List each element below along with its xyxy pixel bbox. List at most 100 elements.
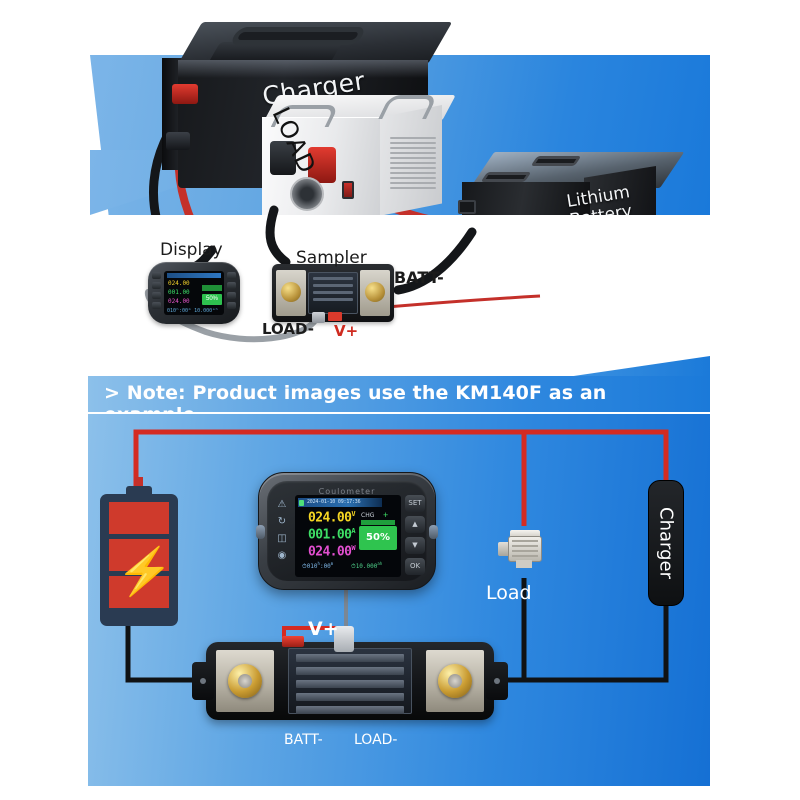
load-negative-terminal: [270, 141, 296, 175]
voltage-unit: V: [351, 510, 355, 518]
label-load-minus-top: LOAD-: [262, 320, 314, 338]
load-side-face: [374, 105, 442, 217]
screen-power-reading: 024.00W: [308, 544, 356, 560]
screen-status-bar: 2024-01-10 09:17:36: [298, 498, 382, 507]
voltage-value: 024.00: [308, 510, 352, 526]
meter-mount-right: [429, 525, 438, 539]
label-batt-minus-bottom: BATT-: [284, 732, 323, 748]
charge-status-label: CHG: [361, 512, 375, 519]
load-motor-icon: [496, 526, 552, 578]
label-load-minus-bottom: LOAD-: [354, 732, 398, 748]
battery-cell: [109, 576, 169, 608]
load-icon-base: [516, 560, 532, 568]
load-icon-top: [510, 530, 540, 538]
top-photo-panel: Charger LOAD Lithiu: [0, 0, 800, 360]
load-unit-photo: LOAD: [262, 95, 456, 225]
label-vplus-bottom: V+: [308, 618, 339, 640]
display-device-photo: 024.00 001.00 024.00 50% 010ʰ:00ᵐ 10.000…: [148, 262, 240, 324]
battery-terminal: [458, 200, 476, 214]
set-button[interactable]: SET: [405, 495, 425, 512]
plus-symbol: +: [383, 510, 389, 520]
display-battery-cap: [202, 285, 222, 291]
display-power: 024.00: [168, 298, 190, 305]
lock-icon: [299, 499, 304, 506]
load-icon-nose: [498, 542, 510, 556]
load-fan-icon: [290, 177, 324, 211]
soc-battery-cap: [361, 520, 395, 525]
sampler-vplus-connector: [328, 312, 342, 321]
load-icon-body: [508, 536, 542, 562]
power-unit: W: [351, 544, 355, 552]
display-voltage: 024.00: [168, 280, 190, 287]
sampler-shunt-photo: [272, 264, 394, 323]
label-display: Display: [160, 240, 223, 260]
top-wiring-front: [144, 205, 541, 343]
screen-capacity: ⏱10.000ah: [351, 561, 383, 570]
runtime-value: 010: [306, 563, 318, 570]
label-batt-minus-top: BATT-: [394, 268, 444, 287]
current-unit: A: [351, 527, 355, 535]
shunt-pcb: [288, 648, 412, 714]
capacity-value: 10.000: [355, 563, 378, 570]
display-soc: 50%: [202, 294, 222, 305]
battery-icon: ◫: [277, 533, 287, 544]
shunt-mount-hole-left: [200, 678, 206, 684]
shunt-mount-hole-right: [494, 678, 500, 684]
power-value: 024.00: [308, 544, 352, 560]
sampler-comm-plug: [312, 312, 325, 323]
battery-lightning-icon: ⚡: [100, 477, 178, 626]
meter-keypad[interactable]: SET ▲ ▼ OK: [405, 495, 425, 579]
charger-top-sheen: [178, 60, 428, 78]
capacity-unit: ah: [377, 561, 383, 566]
screen-runtime: ⏱010h:00m: [302, 561, 334, 570]
wifi-icon: ◉: [277, 550, 287, 561]
shunt-bolt-load: [438, 664, 472, 698]
sampler-bolt-right: [365, 282, 385, 302]
chevron-up-icon[interactable]: ▲: [405, 516, 425, 533]
shunt-module-diagram: [192, 626, 508, 720]
charger-box-diagram: Charger: [648, 480, 684, 606]
sampler-pcb: [308, 272, 358, 314]
coulometer-device[interactable]: Coulometer ⚠ ↻ ◫ ◉ 2024-01-10 09:17:36 0…: [256, 472, 438, 590]
load-vent-grille: [390, 137, 436, 193]
diagram-wires: [125, 429, 669, 683]
display-current: 001.00: [168, 289, 190, 296]
meter-screen: 2024-01-10 09:17:36 024.00V 001.00A 024.…: [295, 495, 401, 577]
charger-negative-terminal: [166, 132, 190, 150]
display-footer: 010ʰ:00ᵐ 10.000ᵃʰ: [167, 308, 219, 314]
runtime-minutes: :00: [319, 563, 331, 570]
battery-terminal-nub: [135, 477, 143, 487]
runtime-minute-unit: m: [330, 561, 334, 566]
label-vplus-top: V+: [334, 322, 359, 340]
sampler-bolt-left: [281, 282, 301, 302]
runtime-hour-unit: h: [317, 561, 320, 566]
display-status-bar: [167, 273, 221, 278]
battery-cell: [109, 539, 169, 571]
display-left-keys[interactable]: [152, 272, 161, 312]
meter-brand-label: Coulometer: [318, 487, 376, 496]
bottom-wiring-diagram: ⚡ Coulometer ⚠ ↻ ◫ ◉ 2024-01-10 09:17:36…: [88, 414, 710, 786]
soc-battery-gauge: 50%: [359, 526, 397, 550]
current-value: 001.00: [308, 527, 352, 543]
clock-reset-icon: ↻: [277, 516, 287, 527]
battery-cell: [109, 502, 169, 534]
label-sampler: Sampler: [296, 248, 367, 268]
screen-current-reading: 001.00A: [308, 527, 356, 543]
chevron-down-icon[interactable]: ▼: [405, 537, 425, 554]
shunt-vplus-connector: [282, 636, 304, 647]
display-screen: 024.00 001.00 024.00 50% 010ʰ:00ᵐ 10.000…: [164, 271, 224, 315]
display-right-keys[interactable]: [227, 272, 236, 312]
lightning-bolt-icon: ⚡: [116, 545, 174, 597]
screen-voltage-reading: 024.00V: [308, 510, 356, 526]
shunt-bolt-batt: [228, 664, 262, 698]
temp-alarm-icon: ⚠: [277, 499, 287, 510]
label-load-bottom-diagram: Load: [486, 582, 532, 604]
meter-side-icons: ⚠ ↻ ◫ ◉: [275, 499, 291, 567]
load-power-switch[interactable]: [342, 181, 354, 199]
shunt-comm-plug: [334, 626, 354, 652]
note-band: [88, 376, 710, 412]
meter-mount-left: [256, 525, 265, 539]
battery-body: ⚡: [100, 494, 178, 626]
ok-button[interactable]: OK: [405, 558, 425, 575]
